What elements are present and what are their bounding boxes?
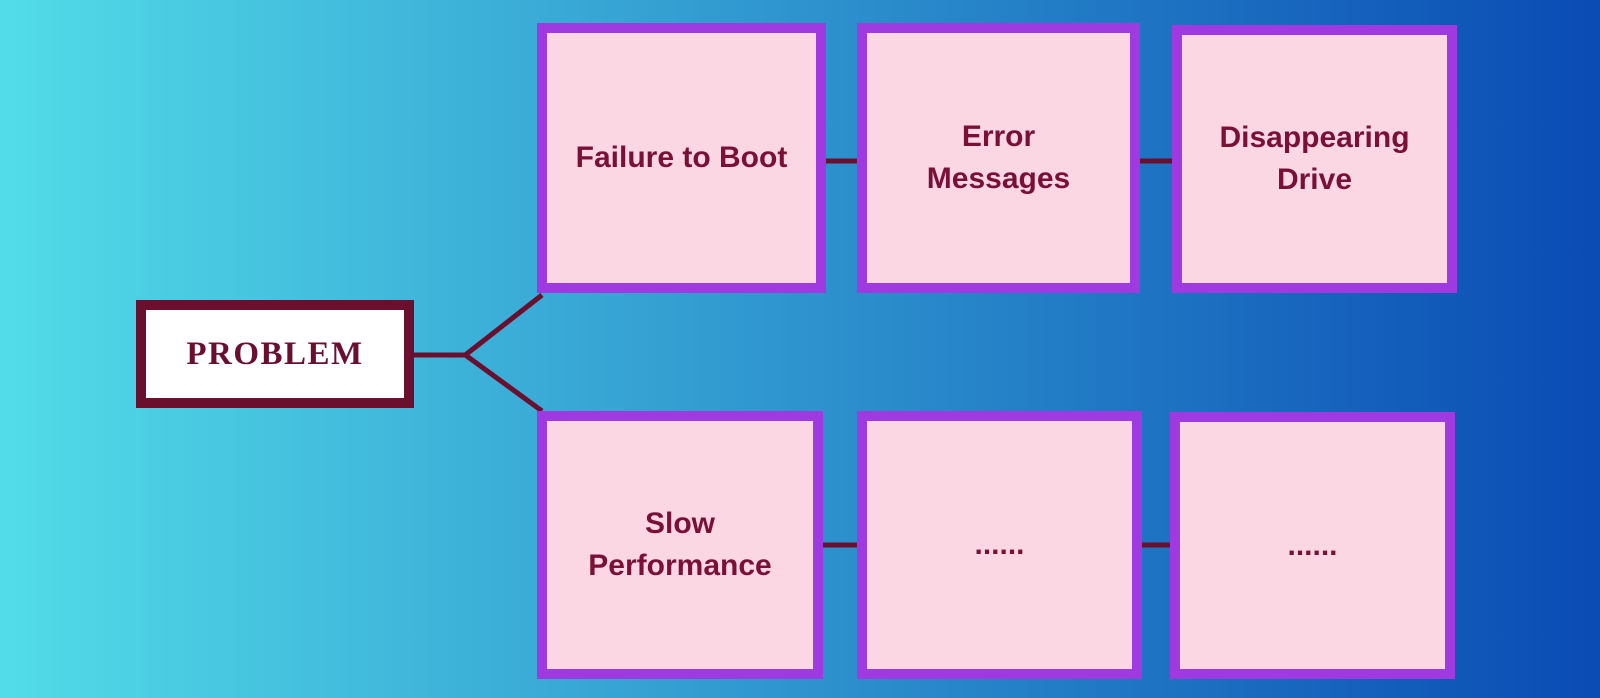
connector-root-to-bottom-row <box>462 351 544 414</box>
node-label: Disappearing Drive <box>1219 121 1410 196</box>
connector-root-to-top-row <box>462 293 544 358</box>
node-slow-performance: Slow Performance <box>537 411 823 679</box>
node-failure-to-boot: Failure to Boot <box>537 23 826 293</box>
node-error-messages: Error Messages <box>857 23 1140 293</box>
root-node-problem: PROBLEM <box>136 300 414 408</box>
node-label: Slow Performance <box>588 507 772 582</box>
node-disappearing-drive: Disappearing Drive <box>1172 25 1457 293</box>
node-placeholder-1: ...... <box>857 411 1142 679</box>
node-label: ...... <box>1287 528 1338 562</box>
root-node-label: PROBLEM <box>186 335 364 372</box>
node-label: Failure to Boot <box>575 141 788 174</box>
node-placeholder-2: ...... <box>1170 412 1455 679</box>
node-label: ...... <box>974 528 1025 561</box>
node-label: Error Messages <box>926 120 1071 195</box>
